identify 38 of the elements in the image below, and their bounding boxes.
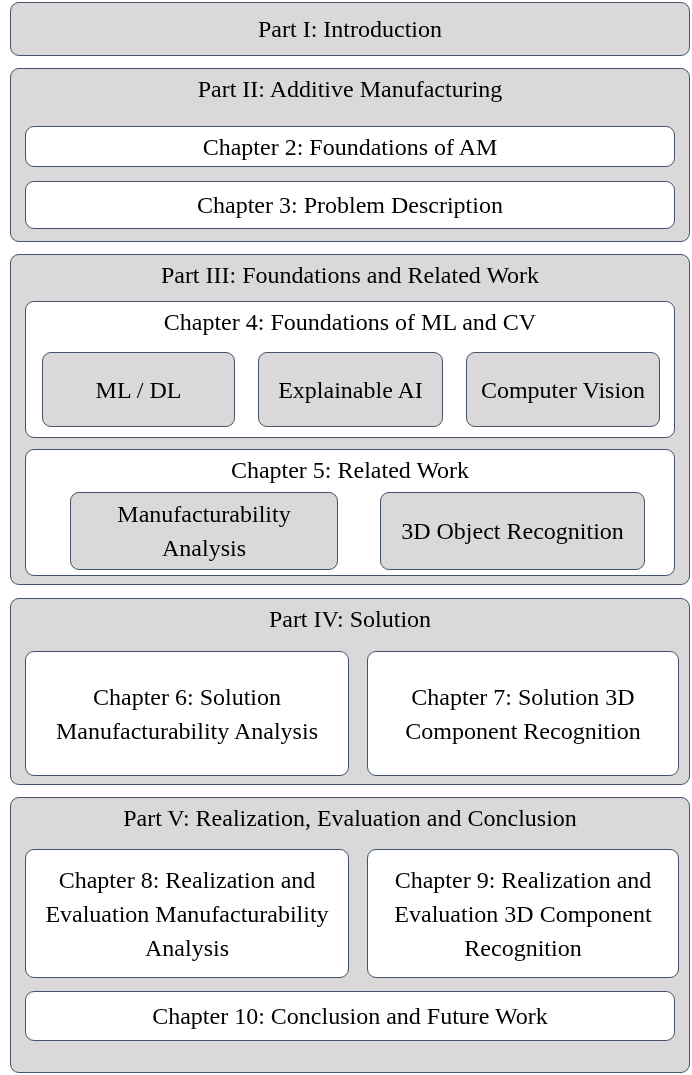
box-label: Chapter 9: Realization and Evaluation 3D Component Recognition — [393, 865, 653, 963]
box-label: Chapter 7: Solution 3D Component Recognition — [404, 682, 642, 746]
chapter-box — [25, 126, 675, 167]
topic-box — [380, 492, 645, 570]
chapter-box — [25, 991, 675, 1041]
box-label: 3D Object Recognition — [400, 517, 625, 546]
chapter-box — [25, 301, 675, 438]
section-heading: Chapter 4: Foundations of ML and CV — [162, 308, 538, 336]
box-label: Part I: Introduction — [257, 15, 443, 44]
part-box — [10, 797, 690, 1073]
box-label: Chapter 3: Problem Description — [196, 191, 504, 220]
box-label: Chapter 2: Foundations of AM — [201, 132, 499, 162]
chapter-box — [25, 449, 675, 576]
section-heading: Part IV: Solution — [267, 605, 433, 633]
topic-box — [466, 352, 660, 427]
topic-box — [70, 492, 338, 570]
topic-box — [258, 352, 443, 427]
box-label: Chapter 8: Realization and Evaluation Manufacturability Analysis — [44, 865, 330, 963]
chapter-box — [25, 651, 349, 776]
section-heading: Part V: Realization, Evaluation and Conclusion — [122, 804, 578, 832]
part-box — [10, 598, 690, 785]
box-label: Computer Vision — [479, 375, 647, 405]
topic-box — [42, 352, 235, 427]
chapter-box — [25, 181, 675, 229]
section-heading: Part III: Foundations and Related Work — [159, 261, 541, 289]
part-box — [10, 68, 690, 242]
box-label: ML / DL — [94, 375, 183, 405]
chapter-box — [367, 651, 679, 776]
chapter-box — [25, 849, 349, 978]
box-label: Explainable AI — [277, 375, 424, 405]
box-label: Manufacturability Analysis — [116, 500, 292, 563]
part-box — [10, 2, 690, 56]
box-label: Chapter 10: Conclusion and Future Work — [151, 1002, 549, 1031]
chapter-box — [367, 849, 679, 978]
part-box — [10, 254, 690, 585]
box-label: Chapter 6: Solution Manufacturability Analysis — [55, 682, 319, 746]
section-heading: Part II: Additive Manufacturing — [196, 75, 504, 103]
section-heading: Chapter 5: Related Work — [229, 456, 471, 484]
